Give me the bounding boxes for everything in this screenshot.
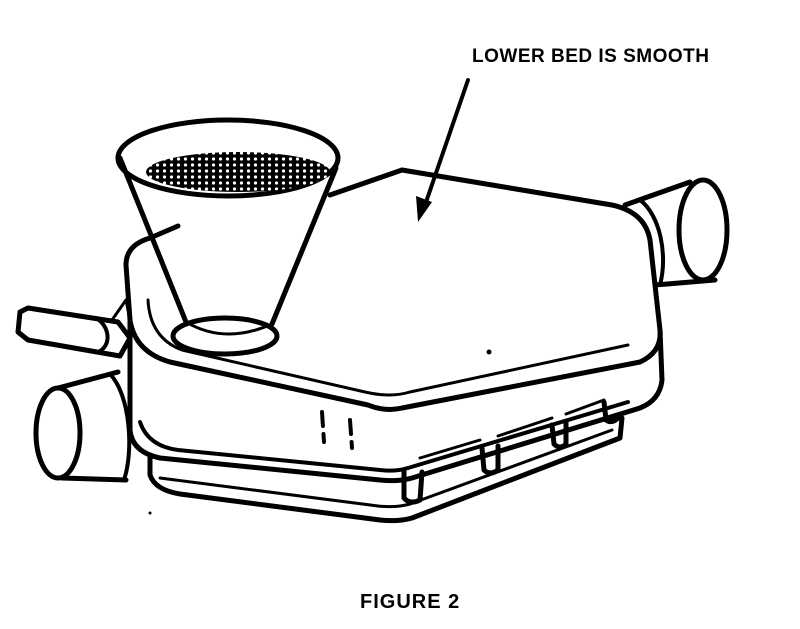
right-outlet-pipe xyxy=(622,177,730,288)
left-inlet-pipe xyxy=(33,369,132,483)
figure-caption: FIGURE 2 xyxy=(360,591,461,613)
canister-body xyxy=(123,167,665,524)
funnel-mesh xyxy=(146,152,330,192)
callout-arrow xyxy=(416,78,470,222)
scan-dot xyxy=(148,511,152,515)
callout-label: LOWER BED IS SMOOTH xyxy=(472,46,710,67)
vent-tube xyxy=(15,298,134,359)
funnel xyxy=(115,117,341,357)
surface-mark xyxy=(486,349,492,355)
